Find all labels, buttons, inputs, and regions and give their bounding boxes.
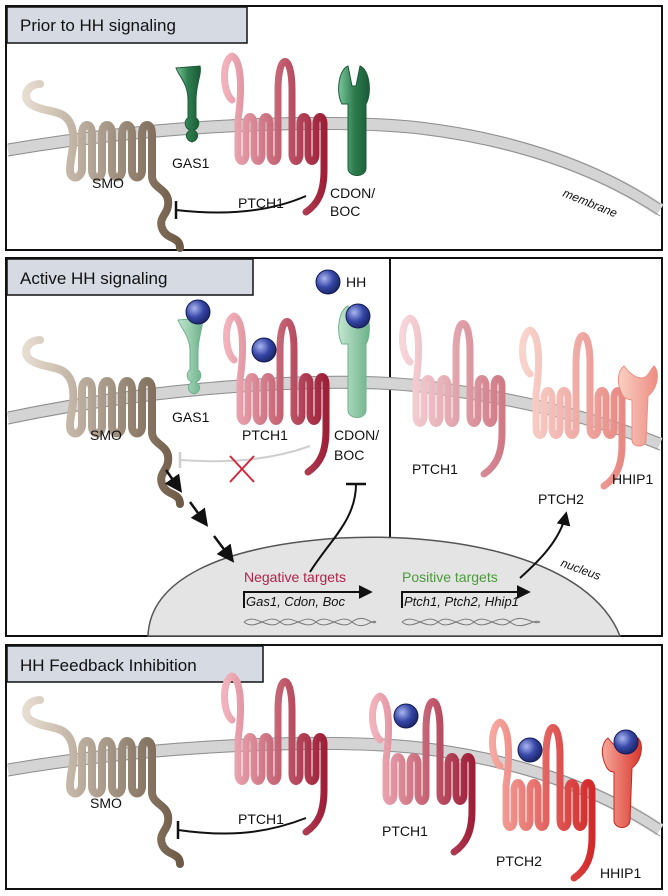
hh-label: HH	[346, 274, 366, 290]
hh-ligand-bound-cdon	[345, 303, 371, 329]
smo-label: SMO	[92, 175, 124, 191]
ptch1-label: PTCH1	[242, 427, 288, 443]
ptch1-bound-label: PTCH1	[382, 823, 428, 839]
hhip1-label: HHIP1	[600, 865, 641, 881]
gas1-label: GAS1	[172, 409, 210, 425]
panel-prior: Prior to HH signaling SMO GAS1 PTCH1 CDO…	[5, 5, 664, 250]
dna-helix-icon	[401, 617, 541, 627]
ptch2-label: PTCH2	[538, 491, 584, 507]
boc-label: BOC	[334, 447, 364, 463]
hh-ligand-legend	[315, 269, 341, 295]
negative-feedback-arrow	[309, 483, 357, 573]
ptch1-right-label: PTCH1	[412, 461, 458, 477]
positive-transcription-arrow	[401, 585, 531, 608]
positive-targets-label: Positive targets	[402, 569, 498, 585]
hh-ligand-bound-ptch1	[393, 703, 419, 729]
panel-title: Prior to HH signaling	[20, 16, 176, 35]
dna-helix-icon	[243, 617, 377, 627]
panel-active: Active HH signaling nucleus HH SMO GAS1 …	[5, 257, 663, 637]
nucleus	[147, 536, 622, 637]
cdon-label: CDON/	[330, 185, 375, 201]
negative-genes: Gas1, Cdon, Boc	[246, 594, 345, 609]
blocked-inhibition	[179, 445, 311, 463]
hhip1-protein-induced	[617, 365, 658, 447]
blocked-x-icon	[229, 455, 255, 483]
cdon-boc-protein	[338, 65, 370, 176]
ptch1-label: PTCH1	[238, 811, 284, 827]
smo-label: SMO	[90, 795, 122, 811]
boc-label: BOC	[330, 203, 360, 219]
gas1-protein	[177, 317, 203, 395]
negative-targets-label: Negative targets	[244, 569, 346, 585]
positive-genes: Ptch1, Ptch2, Hhip1	[404, 594, 519, 609]
hh-ligand-bound-ptch1	[251, 337, 277, 363]
cdon-boc-protein	[338, 305, 370, 418]
hhip1-protein-bound	[601, 737, 642, 828]
negative-transcription-arrow	[243, 585, 373, 608]
hhip1-label: HHIP1	[612, 471, 653, 487]
smo-signal-cascade-arrow	[164, 469, 235, 563]
hh-ligand-bound-ptch2	[517, 737, 543, 763]
ptch2-label: PTCH2	[496, 853, 542, 869]
ptch1-inhibits-smo	[177, 817, 307, 835]
hh-ligand-bound-gas1	[185, 299, 211, 325]
panel-feedback: HH Feedback Inhibition SMO PTCH1 PTCH1 P…	[5, 644, 664, 890]
smo-label: SMO	[90, 427, 122, 443]
gas1-protein	[175, 65, 201, 143]
cdon-label: CDON/	[334, 427, 379, 443]
membrane	[6, 375, 663, 451]
hh-ligand-bound-hhip1	[613, 729, 639, 755]
panel-title: Active HH signaling	[20, 269, 167, 288]
ptch1-inhibits-smo	[175, 195, 307, 214]
gas1-label: GAS1	[172, 155, 210, 171]
positive-feedback-arrow	[519, 511, 571, 579]
panel-title: HH Feedback Inhibition	[20, 656, 197, 675]
